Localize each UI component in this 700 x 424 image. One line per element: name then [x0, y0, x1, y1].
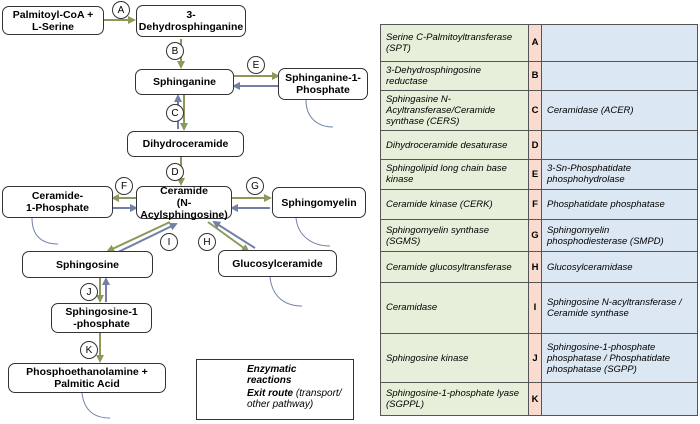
arrow-h-reverse	[212, 220, 256, 249]
reverse-enzyme-cell: Sphingomyelin phosphodiesterase (SMPD)	[541, 219, 698, 253]
letter-cell: E	[528, 159, 542, 190]
table-row: Ceramidase I Sphingosine N-acyltransfera…	[380, 281, 698, 335]
table-row: 3-Dehydrosphingosine reductase B	[380, 60, 698, 91]
enzyme-cell: Sphingosine-1-phosphate lyase (SGPPL)	[380, 382, 529, 416]
table-row: Serine C-Palmitoyltransferase (SPT) A	[380, 24, 698, 62]
reverse-enzyme-cell	[541, 382, 698, 416]
step-label-h: H	[198, 233, 216, 251]
node-sphinganine-1-phosphate: Sphinganine-1-Phosphate	[278, 68, 368, 100]
reverse-enzyme-cell: Phosphatidate phosphatase	[541, 188, 698, 221]
node-sphingosine-1-phosphate: Sphingosine-1-phosphate	[51, 303, 152, 333]
node-sphingomyelin: Sphingomyelin	[272, 187, 366, 218]
enzyme-cell: Sphingasine N-Acyltransferase/Ceramide s…	[380, 89, 529, 132]
exit-route-glucosylceramide	[269, 276, 303, 307]
enzyme-cell: Serine C-Palmitoyltransferase (SPT)	[380, 24, 529, 62]
reverse-enzyme-cell: Glucosylceramidase	[541, 251, 698, 283]
letter-cell: C	[528, 89, 542, 132]
enzyme-cell: Ceramidase	[380, 281, 529, 335]
table-row: Dihydroceramide desaturase D	[380, 130, 698, 161]
reverse-enzyme-cell	[541, 60, 698, 91]
reverse-enzyme-cell	[541, 24, 698, 62]
node-palmitoyl-coa: Palmitoyl-CoA +L-Serine	[2, 6, 104, 35]
exit-route-ceramide-1p	[31, 217, 59, 245]
step-label-j: J	[80, 283, 98, 301]
node-dihydroceramide: Dihydroceramide	[127, 131, 244, 157]
step-label-e: E	[247, 56, 265, 74]
letter-cell: I	[528, 281, 542, 335]
legend-exit-text: Exit route (transport/other pathway)	[247, 388, 342, 410]
table-row: Sphingomyelin synthase (SGMS) G Sphingom…	[380, 219, 698, 253]
reverse-enzyme-cell: 3-Sn-Phosphatidate phosphohydrolase	[541, 159, 698, 190]
step-label-c: C	[166, 104, 184, 122]
exit-route-phosphoethanolamine	[81, 392, 111, 419]
letter-cell: B	[528, 60, 542, 91]
enzyme-cell: Ceramide kinase (CERK)	[380, 188, 529, 221]
enzyme-cell: 3-Dehydrosphingosine reductase	[380, 60, 529, 91]
step-label-g: G	[246, 177, 264, 195]
table-row: Ceramide glucosyltransferase H Glucosylc…	[380, 251, 698, 283]
step-label-a: A	[112, 1, 130, 19]
reverse-enzyme-cell: Sphingosine-1-phosphate phosphatase / Ph…	[541, 333, 698, 384]
node-ceramide-1-phosphate: Ceramide-1-Phosphate	[2, 186, 113, 218]
letter-cell: A	[528, 24, 542, 62]
step-label-d: D	[166, 163, 184, 181]
node-ceramide: Ceramide(N-Acylsphingosine)	[136, 185, 232, 221]
letter-cell: G	[528, 219, 542, 253]
step-label-f: F	[115, 177, 133, 195]
reverse-enzyme-cell	[541, 130, 698, 161]
node-sphinganine: Sphinganine	[135, 69, 234, 95]
step-label-i: I	[160, 233, 178, 251]
letter-cell: F	[528, 188, 542, 221]
enzyme-cell: Sphingomyelin synthase (SGMS)	[380, 219, 529, 253]
exit-route-sphingomyelin	[295, 217, 331, 247]
enzyme-cell: Dihydroceramide desaturase	[380, 130, 529, 161]
node-glucosylceramide: Glucosylceramide	[218, 250, 337, 277]
enzyme-cell: Sphingosine kinase	[380, 333, 529, 384]
exit-route-sphinganine-1p	[305, 99, 334, 128]
table-row: Sphingolipid long chain base kinase E 3-…	[380, 159, 698, 190]
letter-cell: K	[528, 382, 542, 416]
table-row: Ceramide kinase (CERK) F Phosphatidate p…	[380, 188, 698, 221]
reverse-enzyme-cell: Sphingosine N-acyltransferase / Ceramide…	[541, 281, 698, 335]
node-phosphoethanolamine: Phosphoethanolamine +Palmitic Acid	[8, 363, 166, 393]
letter-cell: J	[528, 333, 542, 384]
step-label-k: K	[80, 341, 98, 359]
letter-cell: H	[528, 251, 542, 283]
table-row: Sphingosine kinase J Sphingosine-1-phosp…	[380, 333, 698, 384]
letter-cell: D	[528, 130, 542, 161]
arrow-i	[106, 221, 171, 253]
enzyme-cell: Ceramide glucosyltransferase	[380, 251, 529, 283]
node-sphingosine: Sphingosine	[22, 251, 153, 278]
table-row: Sphingasine N-Acyltransferase/Ceramide s…	[380, 89, 698, 132]
table-row: Sphingosine-1-phosphate lyase (SGPPL) K	[380, 382, 698, 416]
arrow-i-reverse	[113, 223, 178, 255]
node-3-dehydrosphinganine: 3-Dehydrosphinganine	[136, 5, 246, 37]
reverse-enzyme-cell: Ceramidase (ACER)	[541, 89, 698, 132]
step-label-b: B	[166, 42, 184, 60]
enzyme-table: Serine C-Palmitoyltransferase (SPT) A 3-…	[380, 24, 698, 416]
enzyme-cell: Sphingolipid long chain base kinase	[380, 159, 529, 190]
